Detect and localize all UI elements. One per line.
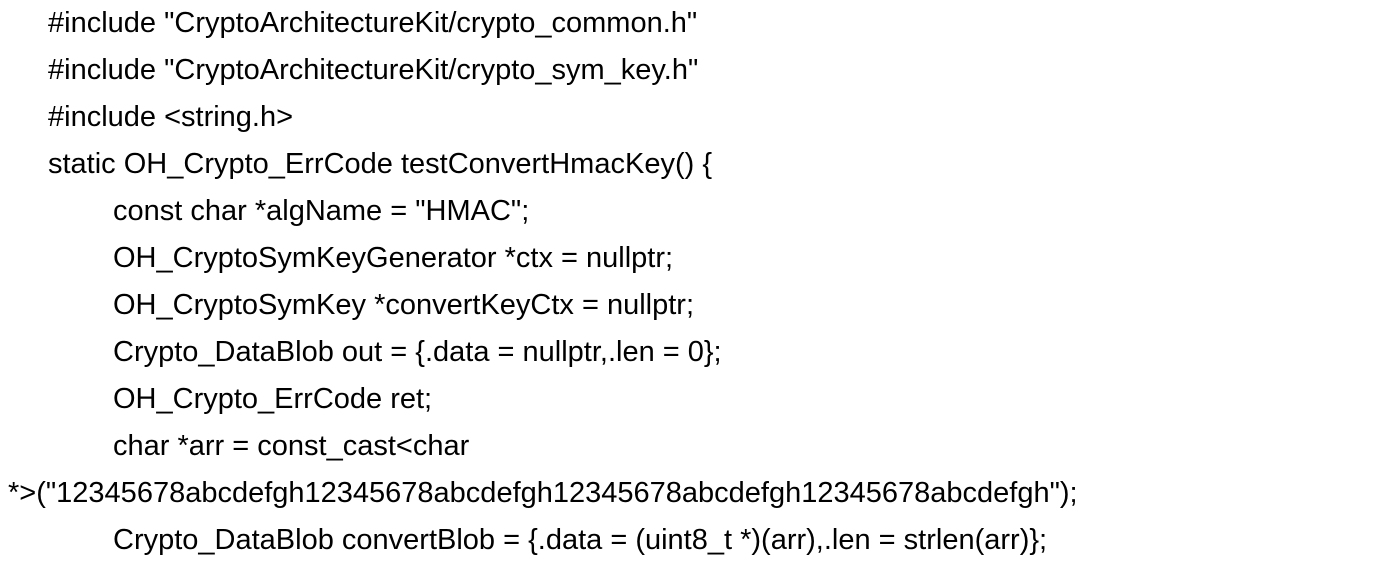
code-line-convertblob-decl: Crypto_DataBlob convertBlob = {.data = (… bbox=[113, 524, 1048, 556]
code-line-function-signature: static OH_Crypto_ErrCode testConvertHmac… bbox=[48, 148, 712, 180]
code-line-out-datablob-decl: Crypto_DataBlob out = {.data = nullptr,.… bbox=[113, 336, 722, 368]
code-line-include-crypto-common: #include "CryptoArchitectureKit/crypto_c… bbox=[48, 7, 698, 39]
code-line-include-string: #include <string.h> bbox=[48, 101, 294, 133]
code-line-algname-decl: const char *algName = "HMAC"; bbox=[113, 195, 530, 227]
code-line-arr-decl: char *arr = const_cast<char bbox=[113, 430, 470, 462]
code-line-ctx-decl: OH_CryptoSymKeyGenerator *ctx = nullptr; bbox=[113, 242, 674, 274]
code-line-ret-decl: OH_Crypto_ErrCode ret; bbox=[113, 383, 433, 415]
code-line-include-crypto-sym-key: #include "CryptoArchitectureKit/crypto_s… bbox=[48, 54, 699, 86]
code-line-arr-string-wrapped: *>("12345678abcdefgh12345678abcdefgh1234… bbox=[8, 477, 1078, 509]
code-line-convertkeyctx-decl: OH_CryptoSymKey *convertKeyCtx = nullptr… bbox=[113, 289, 695, 321]
